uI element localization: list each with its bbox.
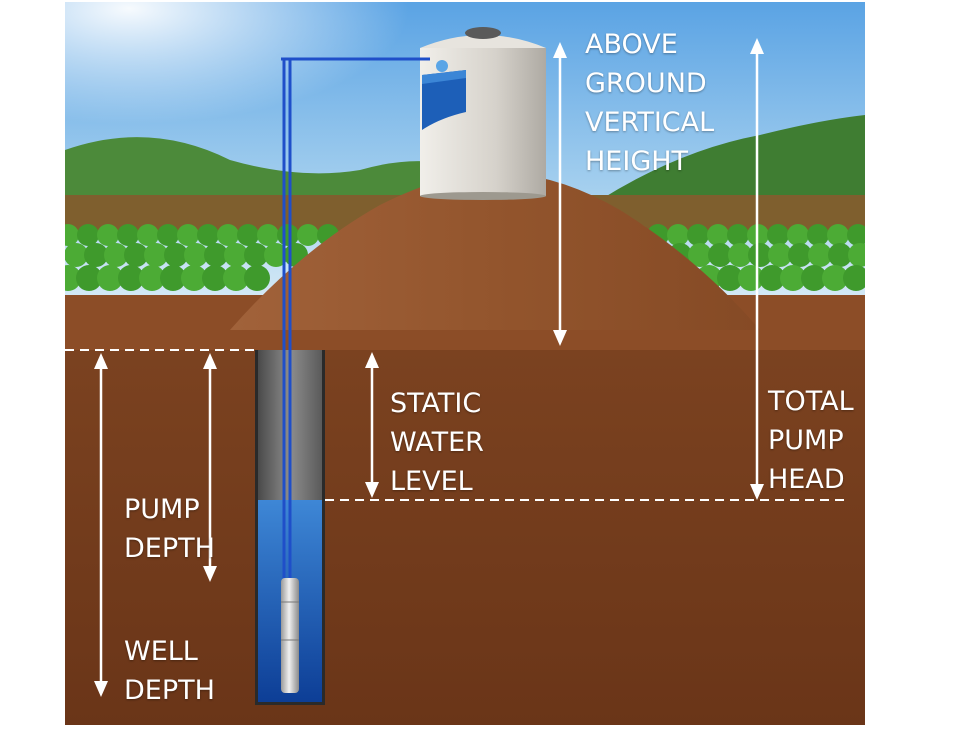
submersible-pump <box>281 578 299 693</box>
crop-bush <box>297 224 319 246</box>
crop-bush <box>827 224 849 246</box>
crop-bush <box>687 224 709 246</box>
crop-bush <box>177 224 199 246</box>
crop-bush <box>667 224 689 246</box>
crop-bush <box>787 224 809 246</box>
crop-bush <box>277 224 299 246</box>
well-depth-label: WELL DEPTH <box>124 632 215 710</box>
crop-bush <box>97 224 119 246</box>
crop-bush <box>157 224 179 246</box>
above-ground-vertical-height-label: ABOVE GROUND VERTICAL HEIGHT <box>585 25 714 181</box>
crop-bush <box>847 224 869 246</box>
crop-bush <box>848 243 872 267</box>
crop-bush <box>217 224 239 246</box>
static-water-level-label: STATIC WATER LEVEL <box>390 384 484 501</box>
crop-bush <box>807 224 829 246</box>
crop-bush <box>843 265 869 291</box>
water-tank <box>420 27 546 200</box>
crop-bush <box>707 224 729 246</box>
crop-bush <box>137 224 159 246</box>
pump-depth-label: PUMP DEPTH <box>124 490 215 568</box>
crop-bush <box>727 224 749 246</box>
total-pump-head-label: TOTAL PUMP HEAD <box>768 382 854 499</box>
crop-bush <box>77 224 99 246</box>
crop-bush <box>257 224 279 246</box>
crop-bush <box>244 265 270 291</box>
crop-bush <box>57 224 79 246</box>
crop-bush <box>117 224 139 246</box>
crop-bush <box>767 224 789 246</box>
crop-bush <box>197 224 219 246</box>
crop-bush <box>237 224 259 246</box>
